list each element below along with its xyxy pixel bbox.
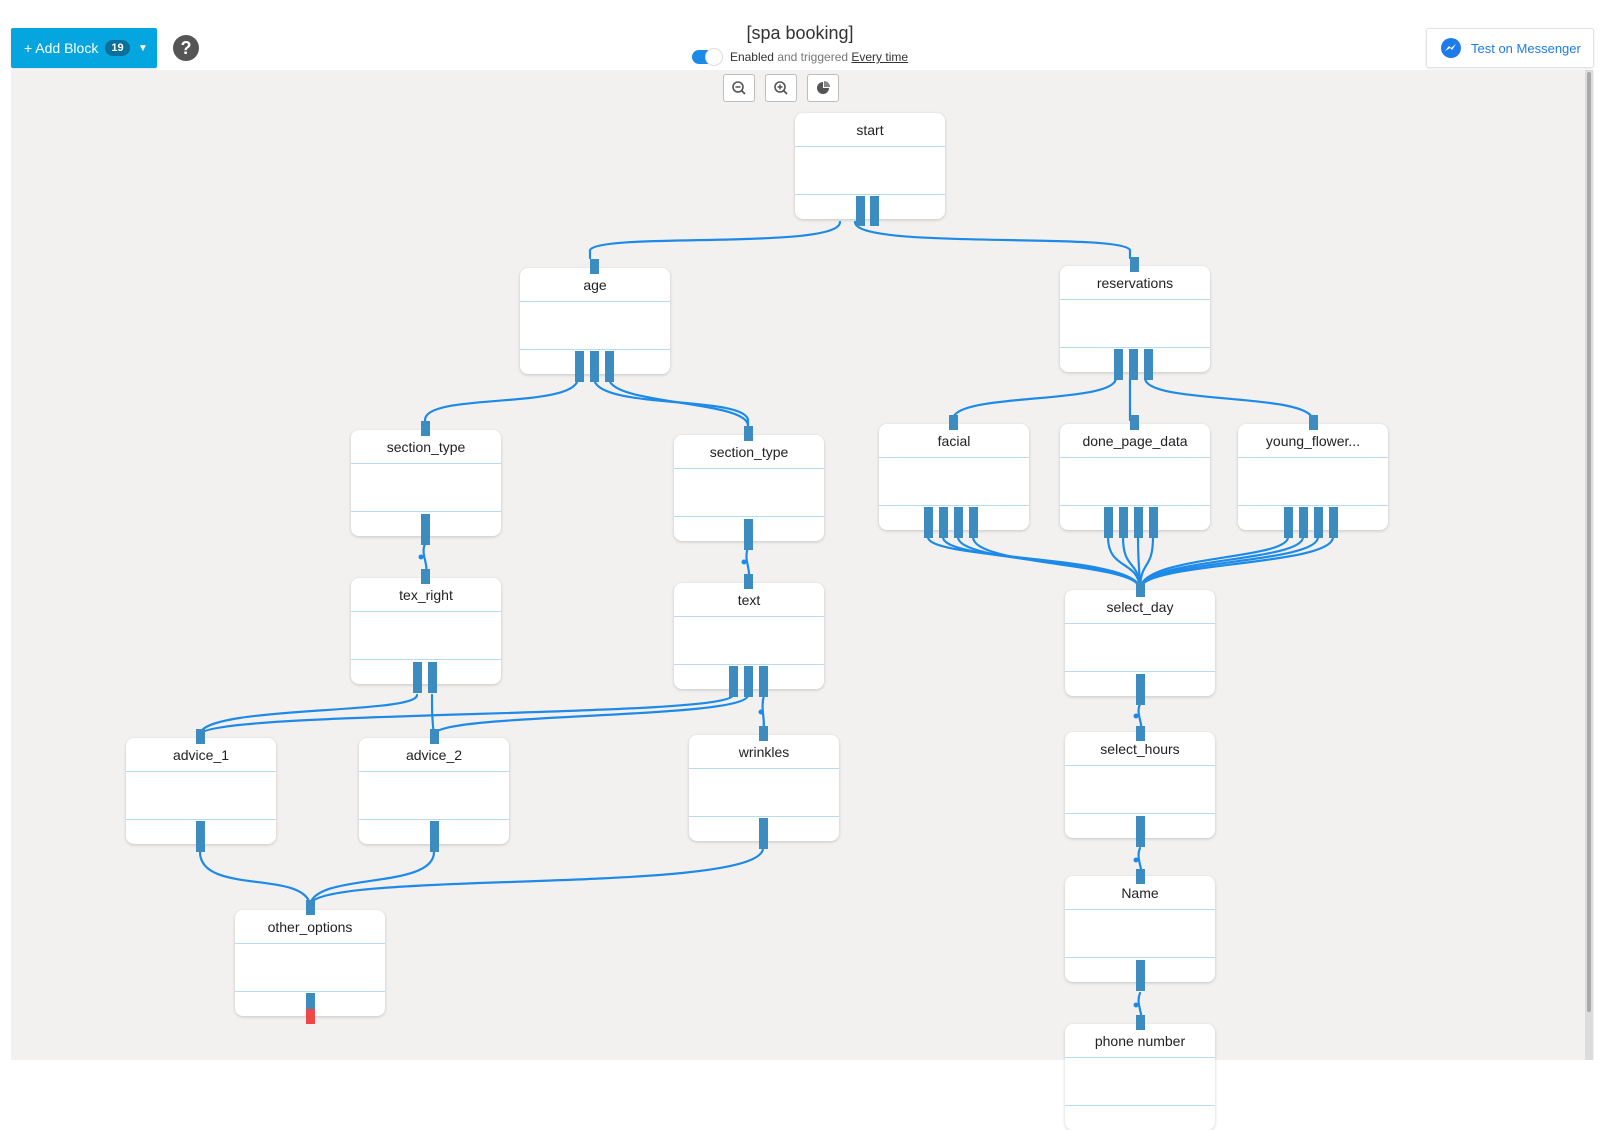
input-port[interactable] <box>1136 869 1145 884</box>
unconnected-output-port[interactable] <box>306 1009 315 1024</box>
output-port[interactable] <box>969 507 978 538</box>
input-port[interactable] <box>1309 415 1318 430</box>
input-port[interactable] <box>744 574 753 589</box>
flow-status: Enabled and triggered Every time <box>0 47 1600 66</box>
pie-chart-icon <box>817 81 830 94</box>
output-port[interactable] <box>744 666 753 697</box>
zoom-out-button[interactable] <box>723 74 755 102</box>
top-toolbar: + Add Block 19 ▼ ? [spa booking] Enabled… <box>0 0 1600 70</box>
add-block-label: + Add Block <box>24 40 99 56</box>
input-port[interactable] <box>421 421 430 436</box>
output-port[interactable] <box>196 821 205 852</box>
messenger-icon <box>1441 38 1461 58</box>
output-port[interactable] <box>306 993 315 1009</box>
flow-block-tex-right[interactable]: tex_right <box>351 578 501 684</box>
test-on-messenger-button[interactable]: Test on Messenger <box>1426 28 1594 68</box>
input-port[interactable] <box>1136 1015 1145 1030</box>
input-port[interactable] <box>196 729 205 744</box>
stats-button[interactable] <box>807 74 839 102</box>
output-port[interactable] <box>1149 507 1158 538</box>
block-title: phone number <box>1065 1024 1215 1058</box>
output-port[interactable] <box>1329 507 1338 538</box>
help-icon[interactable]: ? <box>173 35 199 61</box>
input-port[interactable] <box>306 900 315 915</box>
block-title: advice_1 <box>126 738 276 772</box>
test-on-messenger-label: Test on Messenger <box>1471 40 1581 56</box>
flow-block-young-flower[interactable]: young_flower... <box>1238 424 1388 530</box>
block-title: section_type <box>674 435 824 469</box>
output-port[interactable] <box>1114 349 1123 380</box>
output-port[interactable] <box>954 507 963 538</box>
input-port[interactable] <box>421 569 430 584</box>
output-port[interactable] <box>428 662 437 693</box>
input-port[interactable] <box>1136 582 1145 597</box>
output-port[interactable] <box>1284 507 1293 538</box>
input-port[interactable] <box>590 259 599 274</box>
output-port[interactable] <box>1129 349 1138 380</box>
block-title: text <box>674 583 824 617</box>
flow-title: [spa booking] <box>746 23 854 43</box>
output-port[interactable] <box>924 507 933 538</box>
output-port[interactable] <box>1136 960 1145 991</box>
input-port[interactable] <box>759 726 768 741</box>
block-title: reservations <box>1060 266 1210 300</box>
output-port[interactable] <box>605 351 614 382</box>
output-port[interactable] <box>939 507 948 538</box>
input-port[interactable] <box>1130 257 1139 272</box>
block-title: other_options <box>235 910 385 944</box>
output-port[interactable] <box>759 666 768 697</box>
output-port[interactable] <box>1144 349 1153 380</box>
output-port[interactable] <box>870 196 879 226</box>
output-port[interactable] <box>759 818 768 849</box>
output-port[interactable] <box>1134 507 1143 538</box>
input-port[interactable] <box>949 415 958 430</box>
enabled-toggle[interactable] <box>691 47 723 66</box>
scrollbar-thumb[interactable] <box>1587 72 1591 1012</box>
flow-block-name[interactable]: Name <box>1065 876 1215 982</box>
output-port[interactable] <box>430 821 439 852</box>
zoom-in-button[interactable] <box>765 74 797 102</box>
trigger-frequency-link[interactable]: Every time <box>851 50 909 64</box>
flow-block-phone-number[interactable]: phone number <box>1065 1024 1215 1130</box>
output-port[interactable] <box>1314 507 1323 538</box>
zoom-in-icon <box>774 81 788 95</box>
zoom-out-icon <box>732 81 746 95</box>
output-port[interactable] <box>744 519 753 550</box>
block-title: tex_right <box>351 578 501 612</box>
block-title: section_type <box>351 430 501 464</box>
add-block-button[interactable]: + Add Block 19 ▼ <box>11 28 157 68</box>
status-enabled-text: Enabled <box>729 50 774 64</box>
output-port[interactable] <box>856 196 865 226</box>
output-port[interactable] <box>421 514 430 545</box>
output-port[interactable] <box>1119 507 1128 538</box>
output-port[interactable] <box>729 666 738 697</box>
block-title: advice_2 <box>359 738 509 772</box>
output-port[interactable] <box>413 662 422 693</box>
chevron-down-icon[interactable]: ▼ <box>138 42 148 54</box>
input-port[interactable] <box>430 729 439 744</box>
block-title: age <box>520 268 670 302</box>
block-title: select_day <box>1065 590 1215 624</box>
block-title: wrinkles <box>689 735 839 769</box>
block-title: young_flower... <box>1238 424 1388 458</box>
output-port[interactable] <box>1136 816 1145 847</box>
input-port[interactable] <box>1130 415 1139 430</box>
output-port[interactable] <box>590 351 599 382</box>
input-port[interactable] <box>1136 726 1145 741</box>
status-and-text: and triggered <box>773 50 852 64</box>
output-port[interactable] <box>575 351 584 382</box>
block-title: Name <box>1065 876 1215 910</box>
block-title: done_page_data <box>1060 424 1210 458</box>
block-count-badge: 19 <box>105 40 130 56</box>
block-title: start <box>795 113 945 147</box>
output-port[interactable] <box>1104 507 1113 538</box>
output-port[interactable] <box>1136 674 1145 705</box>
block-title: facial <box>879 424 1029 458</box>
block-title: select_hours <box>1065 732 1215 766</box>
input-port[interactable] <box>744 426 753 441</box>
output-port[interactable] <box>1299 507 1308 538</box>
